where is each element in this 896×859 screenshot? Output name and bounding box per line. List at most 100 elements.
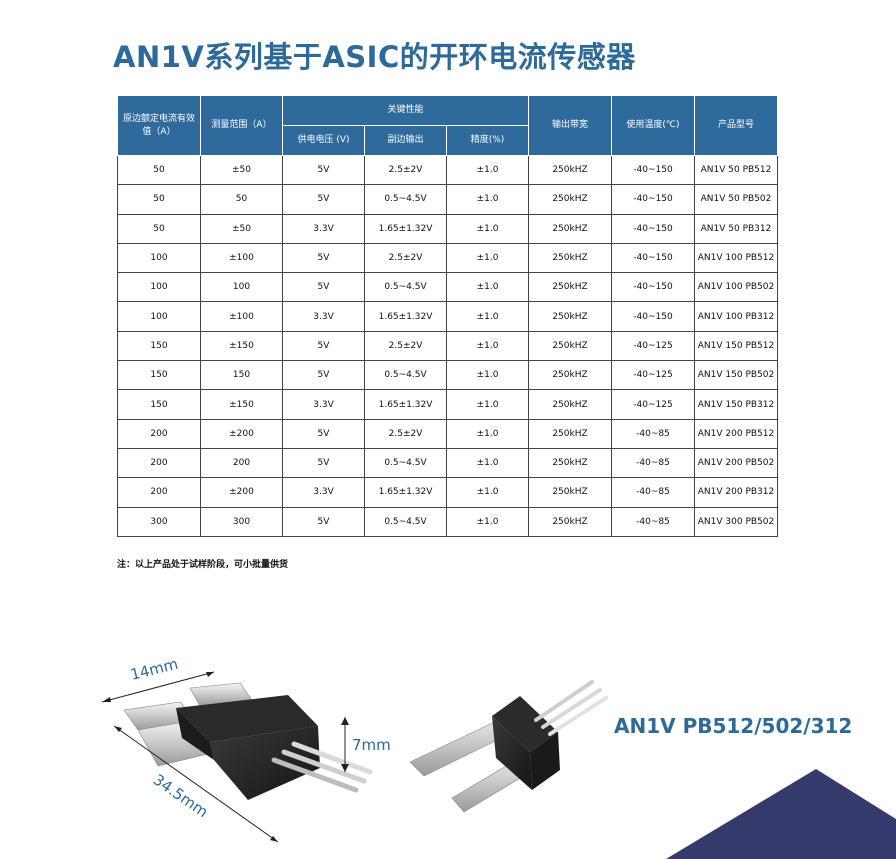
cell-bandwidth: 250kHZ [528,330,612,362]
cell-secondary-output: 1.65±1.32V [364,301,447,332]
cell-accuracy: ±1.0 [446,389,529,420]
cell-rated-current: 200 [117,447,201,479]
cell-measure-range: ±100 [200,301,283,332]
cell-bandwidth: 250kHZ [528,418,612,449]
corner-decoration [666,769,896,859]
cell-secondary-output: 0.5~4.5V [364,360,447,391]
cell-accuracy: ±1.0 [446,301,529,332]
cell-bandwidth: 250kHZ [528,477,612,508]
page-title: AN1V系列基于ASIC的开环电流传感器 [113,40,636,74]
header-temperature: 使用温度(℃) [611,95,695,156]
cell-temperature: -40~125 [611,330,695,362]
cell-secondary-output: 0.5~4.5V [364,506,447,537]
cell-model: AN1V 50 PB502 [694,184,778,215]
cell-bandwidth: 250kHZ [528,242,612,274]
cell-accuracy: ±1.0 [446,447,529,479]
cell-temperature: -40~150 [611,242,695,274]
cell-temperature: -40~150 [611,154,695,186]
cell-secondary-output: 2.5±2V [364,330,447,362]
cell-rated-current: 200 [117,418,201,449]
cell-measure-range: ±100 [200,242,283,274]
cell-supply-voltage: 5V [282,447,365,479]
cell-model: AN1V 150 PB312 [694,389,778,420]
cell-secondary-output: 0.5~4.5V [364,447,447,479]
sensor-perspective-view [409,680,608,813]
cell-measure-range: ±150 [200,330,283,362]
cell-accuracy: ±1.0 [446,477,529,508]
dimension-height-label: 7mm [352,736,391,754]
spec-table: 原边额定电流有效值（A） 测量范围（A） 关键性能 输出带宽 使用温度(℃) 产… [117,95,778,537]
cell-secondary-output: 1.65±1.32V [364,477,447,508]
cell-accuracy: ±1.0 [446,506,529,537]
cell-accuracy: ±1.0 [446,242,529,274]
cell-accuracy: ±1.0 [446,418,529,449]
cell-rated-current: 50 [117,213,201,244]
cell-measure-range: ±150 [200,389,283,420]
header-rated-current: 原边额定电流有效值（A） [117,95,201,156]
cell-accuracy: ±1.0 [446,272,529,303]
cell-temperature: -40~125 [611,389,695,420]
cell-temperature: -40~150 [611,184,695,215]
header-supply-voltage: 供电电压 (V) [282,125,365,156]
header-secondary-output: 副边输出 [364,125,447,156]
cell-supply-voltage: 5V [282,184,365,215]
cell-rated-current: 150 [117,360,201,391]
cell-measure-range: ±50 [200,213,283,244]
cell-supply-voltage: 5V [282,242,365,274]
cell-secondary-output: 1.65±1.32V [364,389,447,420]
cell-model: AN1V 200 PB502 [694,447,778,479]
cell-measure-range: 100 [200,272,283,303]
cell-bandwidth: 250kHZ [528,301,612,332]
cell-rated-current: 150 [117,389,201,420]
dimension-length-label: 34.5mm [150,771,212,822]
cell-bandwidth: 250kHZ [528,184,612,215]
cell-measure-range: 150 [200,360,283,391]
cell-accuracy: ±1.0 [446,330,529,362]
header-accuracy: 精度(%) [446,125,529,156]
cell-secondary-output: 2.5±2V [364,418,447,449]
cell-measure-range: ±200 [200,418,283,449]
cell-rated-current: 200 [117,477,201,508]
header-key-performance: 关键性能 [282,95,529,126]
cell-model: AN1V 100 PB502 [694,272,778,303]
sensor-dimension-view: 14mm 34.5mm 7mm [101,655,391,843]
cell-temperature: -40~85 [611,447,695,479]
cell-temperature: -40~85 [611,477,695,508]
cell-rated-current: 100 [117,242,201,274]
cell-bandwidth: 250kHZ [528,154,612,186]
cell-rated-current: 100 [117,301,201,332]
dimension-width-label: 14mm [129,655,180,684]
cell-bandwidth: 250kHZ [528,506,612,537]
cell-secondary-output: 2.5±2V [364,154,447,186]
cell-temperature: -40~150 [611,301,695,332]
cell-temperature: -40~150 [611,213,695,244]
cell-bandwidth: 250kHZ [528,360,612,391]
cell-rated-current: 50 [117,154,201,186]
cell-measure-range: ±200 [200,477,283,508]
cell-temperature: -40~125 [611,360,695,391]
cell-supply-voltage: 5V [282,360,365,391]
cell-model: AN1V 150 PB512 [694,330,778,362]
cell-rated-current: 300 [117,506,201,537]
cell-secondary-output: 0.5~4.5V [364,184,447,215]
header-model: 产品型号 [694,95,778,156]
cell-bandwidth: 250kHZ [528,213,612,244]
cell-supply-voltage: 3.3V [282,477,365,508]
cell-accuracy: ±1.0 [446,154,529,186]
cell-measure-range: ±50 [200,154,283,186]
cell-supply-voltage: 3.3V [282,213,365,244]
cell-bandwidth: 250kHZ [528,389,612,420]
cell-model: AN1V 200 PB312 [694,477,778,508]
cell-supply-voltage: 5V [282,418,365,449]
